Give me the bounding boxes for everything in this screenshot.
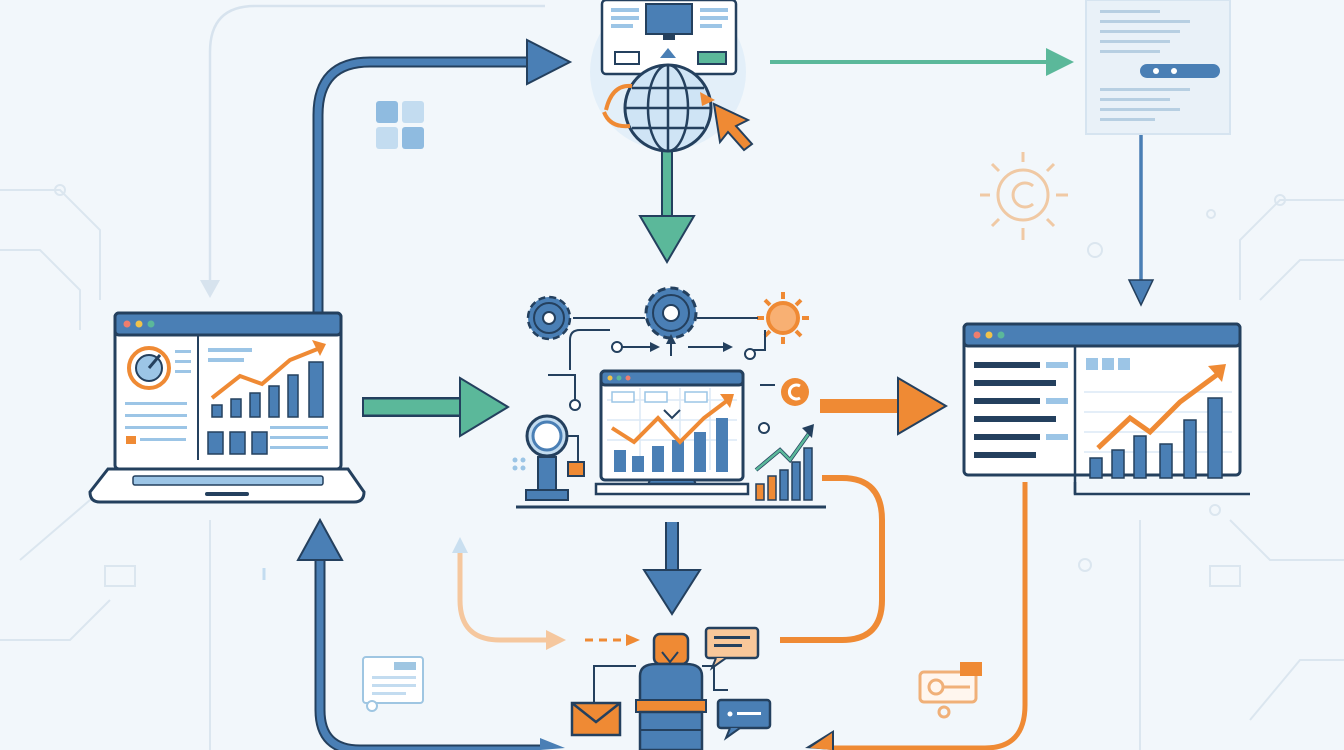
node-analytics-hub xyxy=(512,286,826,509)
arrow-agent-to-laptop xyxy=(314,560,540,750)
node-report-document xyxy=(1085,0,1231,135)
node-web-portal xyxy=(590,0,754,153)
person-icon xyxy=(635,632,707,750)
arrow-laptop-to-portal xyxy=(312,56,528,312)
coin-icon xyxy=(781,378,809,406)
faint-loop-arrow xyxy=(200,4,545,298)
trend-line-icon xyxy=(210,346,321,400)
node-support-agent xyxy=(570,626,772,750)
growth-chart-icon xyxy=(754,422,814,501)
toggle-control xyxy=(1140,64,1220,78)
gear-icon-large xyxy=(644,286,698,340)
hub-connectors xyxy=(548,317,775,405)
node-results-dashboard xyxy=(962,322,1250,496)
dots-decoration xyxy=(512,457,526,471)
chat-bubble-icon xyxy=(704,626,760,671)
arrow-dashboard-to-agent xyxy=(830,482,1028,750)
envelope-icon xyxy=(570,701,622,737)
bar-chart-icon xyxy=(207,361,324,455)
gauge-icon xyxy=(127,346,171,390)
message-bubble-icon xyxy=(716,698,772,741)
sun-gear-icon xyxy=(757,292,809,344)
magnifier-icon xyxy=(525,414,585,501)
settings-widget-icon xyxy=(918,662,982,719)
copyright-sun-icon xyxy=(980,152,1068,240)
web-page-icon xyxy=(600,0,738,76)
node-analytics-laptop xyxy=(88,311,366,504)
monitor-chart-icon xyxy=(594,369,750,496)
cursor-icon xyxy=(712,102,754,152)
grid-tiles-icon xyxy=(376,101,424,149)
gear-icon xyxy=(526,295,572,341)
circuit-background xyxy=(0,184,1344,750)
arrow-faint-feedback xyxy=(457,550,548,643)
globe-icon xyxy=(602,63,715,153)
faint-document-icon xyxy=(362,656,424,712)
arrow-hub-orange-loop xyxy=(780,475,885,643)
